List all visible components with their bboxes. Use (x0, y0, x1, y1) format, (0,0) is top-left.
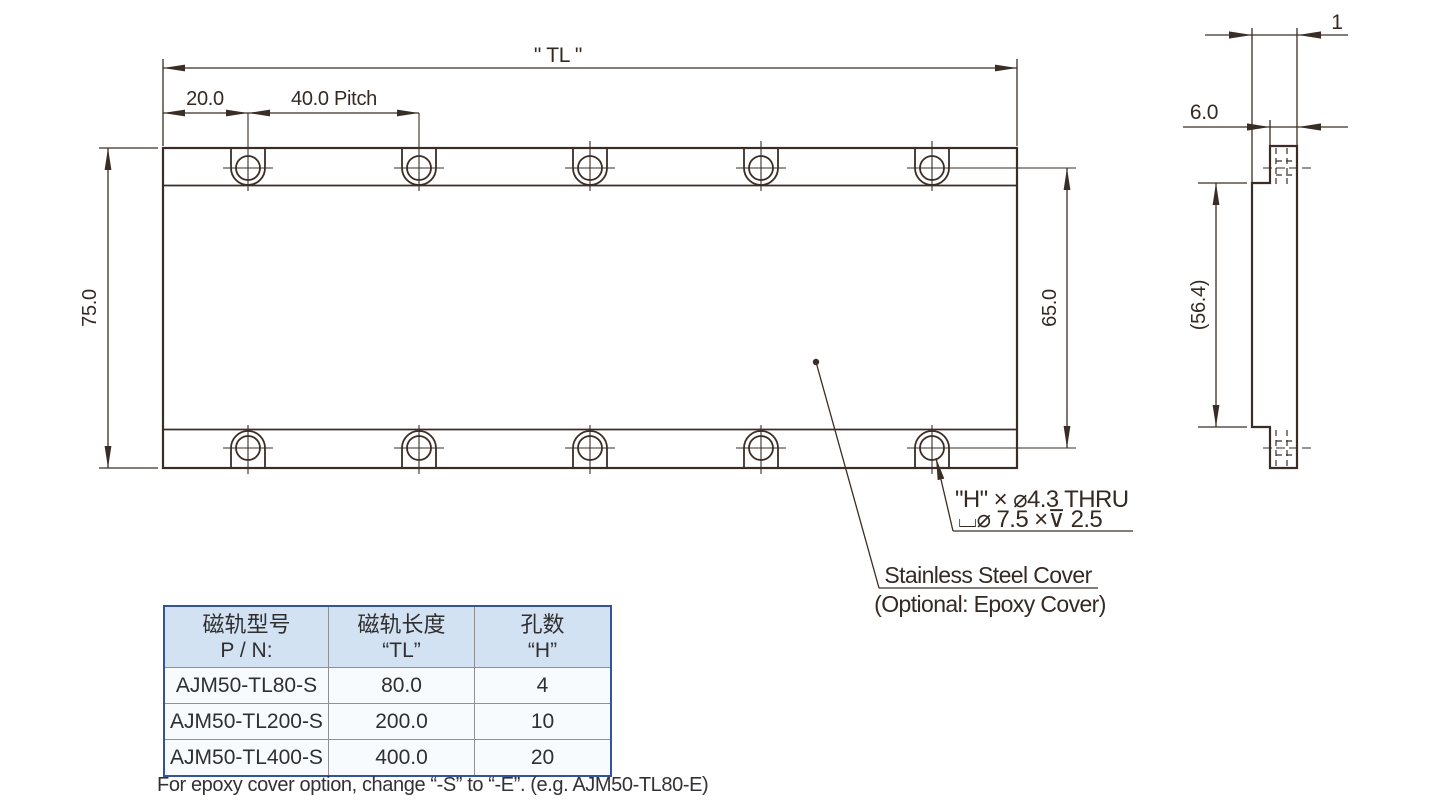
cell-track-length: 80.0 (328, 667, 475, 704)
side-dim-arrows (1229, 31, 1321, 131)
header-hole-count: 孔数 “H” (474, 605, 612, 668)
hole-callout-leader (935, 457, 1133, 532)
cell-part-number: AJM50-TL200-S (163, 703, 329, 740)
header-part-number-en: P / N: (220, 638, 273, 662)
header-part-number-cn: 磁轨型号 (202, 611, 291, 637)
cell-part-number: AJM50-TL400-S (163, 739, 329, 777)
table-row: AJM50-TL400-S 400.0 20 (163, 739, 612, 777)
table-row: AJM50-TL80-S 80.0 4 (163, 667, 612, 704)
cell-hole-count: 10 (474, 703, 612, 740)
cell-hole-count: 4 (474, 667, 612, 704)
dim-label-564: (56.4) (1188, 280, 1210, 330)
cell-track-length: 200.0 (328, 703, 475, 740)
hole-centerlines-top (223, 113, 1076, 191)
front-view (161, 113, 1076, 474)
header-hole-count-en: “H” (527, 638, 558, 662)
side-dimensions (1183, 28, 1348, 428)
dim-label-6: 6.0 (1190, 101, 1218, 124)
hidden-hole-top (1275, 148, 1297, 186)
dim-label-65: 65.0 (1039, 289, 1061, 327)
hole-callout-line1: "H" × ⌀4.3 THRU (955, 486, 1128, 513)
header-track-length: 磁轨长度 “TL” (328, 605, 475, 668)
side-profile (1250, 144, 1299, 470)
cover-label-line1: Stainless Steel Cover (884, 562, 1092, 588)
hole-callout-line2: ⌴⌀ 7.5 ×⊽ 2.5 (958, 506, 1102, 533)
dim-label-1: 1 (1331, 11, 1342, 34)
header-track-length-en: “TL” (382, 638, 421, 662)
dim-label-40-pitch: 40.0 Pitch (291, 88, 377, 110)
hole-centerlines-bottom (223, 425, 1076, 474)
cell-hole-count: 20 (474, 739, 612, 777)
cell-part-number: AJM50-TL80-S (163, 667, 329, 704)
table-row: AJM50-TL200-S 200.0 10 (163, 703, 612, 740)
dim-label-tl: " TL " (534, 44, 582, 67)
spec-table: 磁轨型号 P / N: 磁轨长度 “TL” 孔数 “H” AJM50-TL80-… (163, 605, 612, 777)
spec-table-header-row: 磁轨型号 P / N: 磁轨长度 “TL” 孔数 “H” (163, 605, 612, 668)
dim-label-75: 75.0 (79, 289, 101, 327)
side-view (1250, 144, 1312, 470)
header-part-number: 磁轨型号 P / N: (163, 605, 329, 668)
header-hole-count-cn: 孔数 (520, 611, 565, 637)
dimension-lines (99, 59, 1071, 469)
header-track-length-cn: 磁轨长度 (357, 611, 446, 637)
cover-label-line2: (Optional: Epoxy Cover) (874, 591, 1106, 617)
track-outline (161, 146, 1019, 470)
epoxy-option-note: For epoxy cover option, change “-S” to “… (157, 774, 709, 796)
cell-track-length: 400.0 (328, 739, 475, 777)
hidden-hole-bottom (1275, 430, 1297, 468)
cover-leader (812, 358, 1098, 589)
dim-label-20: 20.0 (186, 88, 224, 110)
